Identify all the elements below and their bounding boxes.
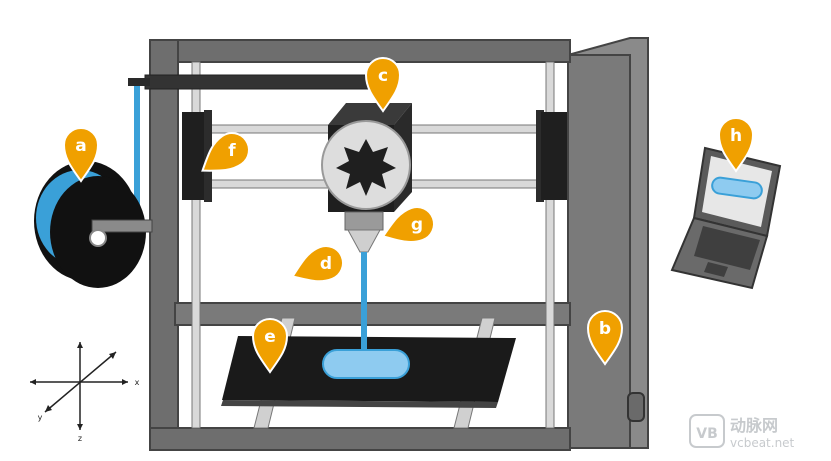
- x-axis-motor-right: [536, 110, 567, 202]
- laptop: [670, 146, 782, 290]
- marker-a: a: [62, 127, 100, 183]
- watermark-brand-cn: 动脉网: [730, 416, 778, 435]
- marker-e: e: [251, 318, 289, 374]
- x-axis-label: x: [135, 378, 140, 387]
- laptop-screen-object: [711, 176, 763, 200]
- axes-symbol: x y z: [30, 342, 140, 443]
- watermark-logo-text: VB: [696, 426, 718, 442]
- marker-f: f: [201, 132, 250, 172]
- nozzle: [347, 229, 381, 253]
- marker-d: d: [291, 245, 344, 283]
- extruder: [321, 103, 412, 253]
- marker-g-letter: g: [411, 215, 423, 235]
- watermark-brand-en: vcbeat.net: [730, 436, 795, 450]
- printer-side-panel: [567, 37, 649, 449]
- z-axis-label: z: [78, 434, 82, 443]
- printed-object: [322, 349, 410, 379]
- watermark-logo-icon: [689, 414, 725, 448]
- marker-d-letter: d: [320, 254, 332, 274]
- marker-h-letter: h: [730, 126, 742, 146]
- marker-c: c: [364, 57, 402, 113]
- y-axis-label: y: [38, 413, 43, 422]
- filament-spool: [34, 78, 153, 288]
- marker-g: g: [381, 206, 435, 243]
- marker-e-letter: e: [264, 327, 276, 347]
- marker-b-letter: b: [599, 319, 611, 339]
- marker-b: b: [586, 310, 624, 366]
- marker-a-letter: a: [75, 136, 86, 156]
- marker-c-letter: c: [378, 66, 388, 86]
- marker-f-letter: f: [228, 141, 236, 161]
- watermark: VB 动脉网 vcbeat.net: [689, 414, 795, 450]
- marker-h: h: [717, 117, 755, 173]
- power-knob: [627, 392, 645, 422]
- printer-frame: [144, 39, 571, 451]
